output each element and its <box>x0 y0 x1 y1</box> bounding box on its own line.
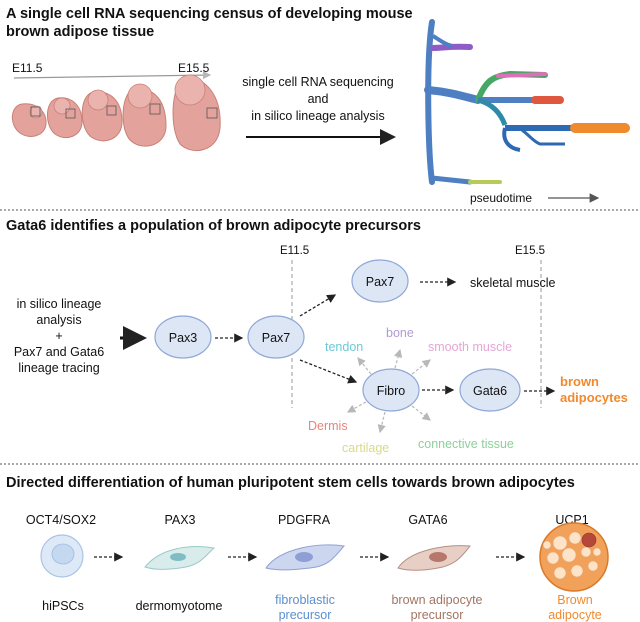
embryo-e13 <box>81 89 123 142</box>
panel-c: Directed differentiation of human plurip… <box>6 475 609 622</box>
panel-a-title-line2: brown adipose tissue <box>6 24 154 40</box>
cell-label-brown-adipocyte-line1: Brown <box>557 593 592 607</box>
marker-pax3: PAX3 <box>164 513 195 527</box>
node-pax3 <box>154 315 212 359</box>
arrow-pax7-fibro <box>299 359 358 384</box>
cell-brown-adipocyte-precursor <box>397 545 471 571</box>
outcome-brown-line2: adipocytes <box>560 390 628 405</box>
node-pax7-precursor-label: Pax7 <box>262 331 291 345</box>
lineage-method-line2: analysis <box>36 313 81 327</box>
outcome-skeletal-muscle: skeletal muscle <box>470 276 555 290</box>
outcome-brown-line1: brown <box>560 374 599 389</box>
node-pax3-label: Pax3 <box>169 331 198 345</box>
panel-c-title: Directed differentiation of human plurip… <box>6 475 575 491</box>
stage-end-label: E15.5 <box>178 61 210 75</box>
node-pax7-muscle-label: Pax7 <box>366 275 395 289</box>
stage-e15-label: E15.5 <box>515 245 545 257</box>
method-line1: single cell RNA sequencing <box>242 75 394 89</box>
fate-bone: bone <box>386 326 414 340</box>
marker-oct4-sox2: OCT4/SOX2 <box>26 513 96 527</box>
method-line3: in silico lineage analysis <box>251 109 384 123</box>
cell-label-fibroblastic-line1: fibroblastic <box>275 593 335 607</box>
node-pax7-precursor <box>247 315 305 359</box>
panel-a: A single cell RNA sequencing census of d… <box>6 6 630 205</box>
panel-b: Gata6 identifies a population of brown a… <box>6 218 628 455</box>
node-fibro <box>362 368 420 412</box>
pseudotime-trajectory <box>424 19 630 185</box>
cell-label-brown-precursor-line1: brown adipocyte <box>391 593 482 607</box>
cell-label-fibroblastic-line2: precursor <box>279 608 332 622</box>
cell-label-hipscs: hiPSCs <box>42 599 84 613</box>
node-gata6 <box>459 368 521 412</box>
fate-cartilage: cartilage <box>342 441 389 455</box>
node-pax7-muscle <box>351 259 409 303</box>
panel-b-title: Gata6 identifies a population of brown a… <box>6 218 421 234</box>
node-fibro-label: Fibro <box>377 384 406 398</box>
panel-a-title-line1: A single cell RNA sequencing census of d… <box>6 6 413 22</box>
node-gata6-label: Gata6 <box>473 384 507 398</box>
lineage-method-line3: + <box>55 329 62 343</box>
arrow-pax7-muscle <box>299 294 337 317</box>
lineage-method-line1: in silico lineage <box>17 297 102 311</box>
cell-label-brown-adipocyte-line2: adipocyte <box>548 608 602 622</box>
lineage-method-line4: Pax7 and Gata6 <box>14 345 104 359</box>
cell-dermomyotome <box>144 546 216 570</box>
lineage-method-line5: lineage tracing <box>18 361 99 375</box>
pseudotime-label: pseudotime <box>470 191 532 205</box>
embryo-e14 <box>122 83 167 147</box>
cell-brown-adipocyte <box>539 522 609 592</box>
fate-connective-tissue: connective tissue <box>418 437 514 451</box>
stage-e11-label: E11.5 <box>280 245 309 257</box>
marker-gata6: GATA6 <box>408 513 447 527</box>
fate-dermis: Dermis <box>308 419 348 433</box>
cell-hipsc <box>40 534 84 578</box>
development-arrow <box>13 70 212 80</box>
method-line2: and <box>308 92 329 106</box>
embryo-e12 <box>47 97 83 138</box>
fate-smooth-muscle: smooth muscle <box>428 340 512 354</box>
embryo-e15 <box>172 74 221 152</box>
stage-start-label: E11.5 <box>12 61 43 75</box>
cell-label-brown-precursor-line2: precursor <box>411 608 464 622</box>
marker-pdgfra: PDGFRA <box>278 513 331 527</box>
cell-fibroblastic-precursor <box>265 544 345 571</box>
cell-label-dermomyotome: dermomyotome <box>136 599 223 613</box>
embryo-e11 <box>11 103 47 137</box>
fate-tendon: tendon <box>325 340 363 354</box>
